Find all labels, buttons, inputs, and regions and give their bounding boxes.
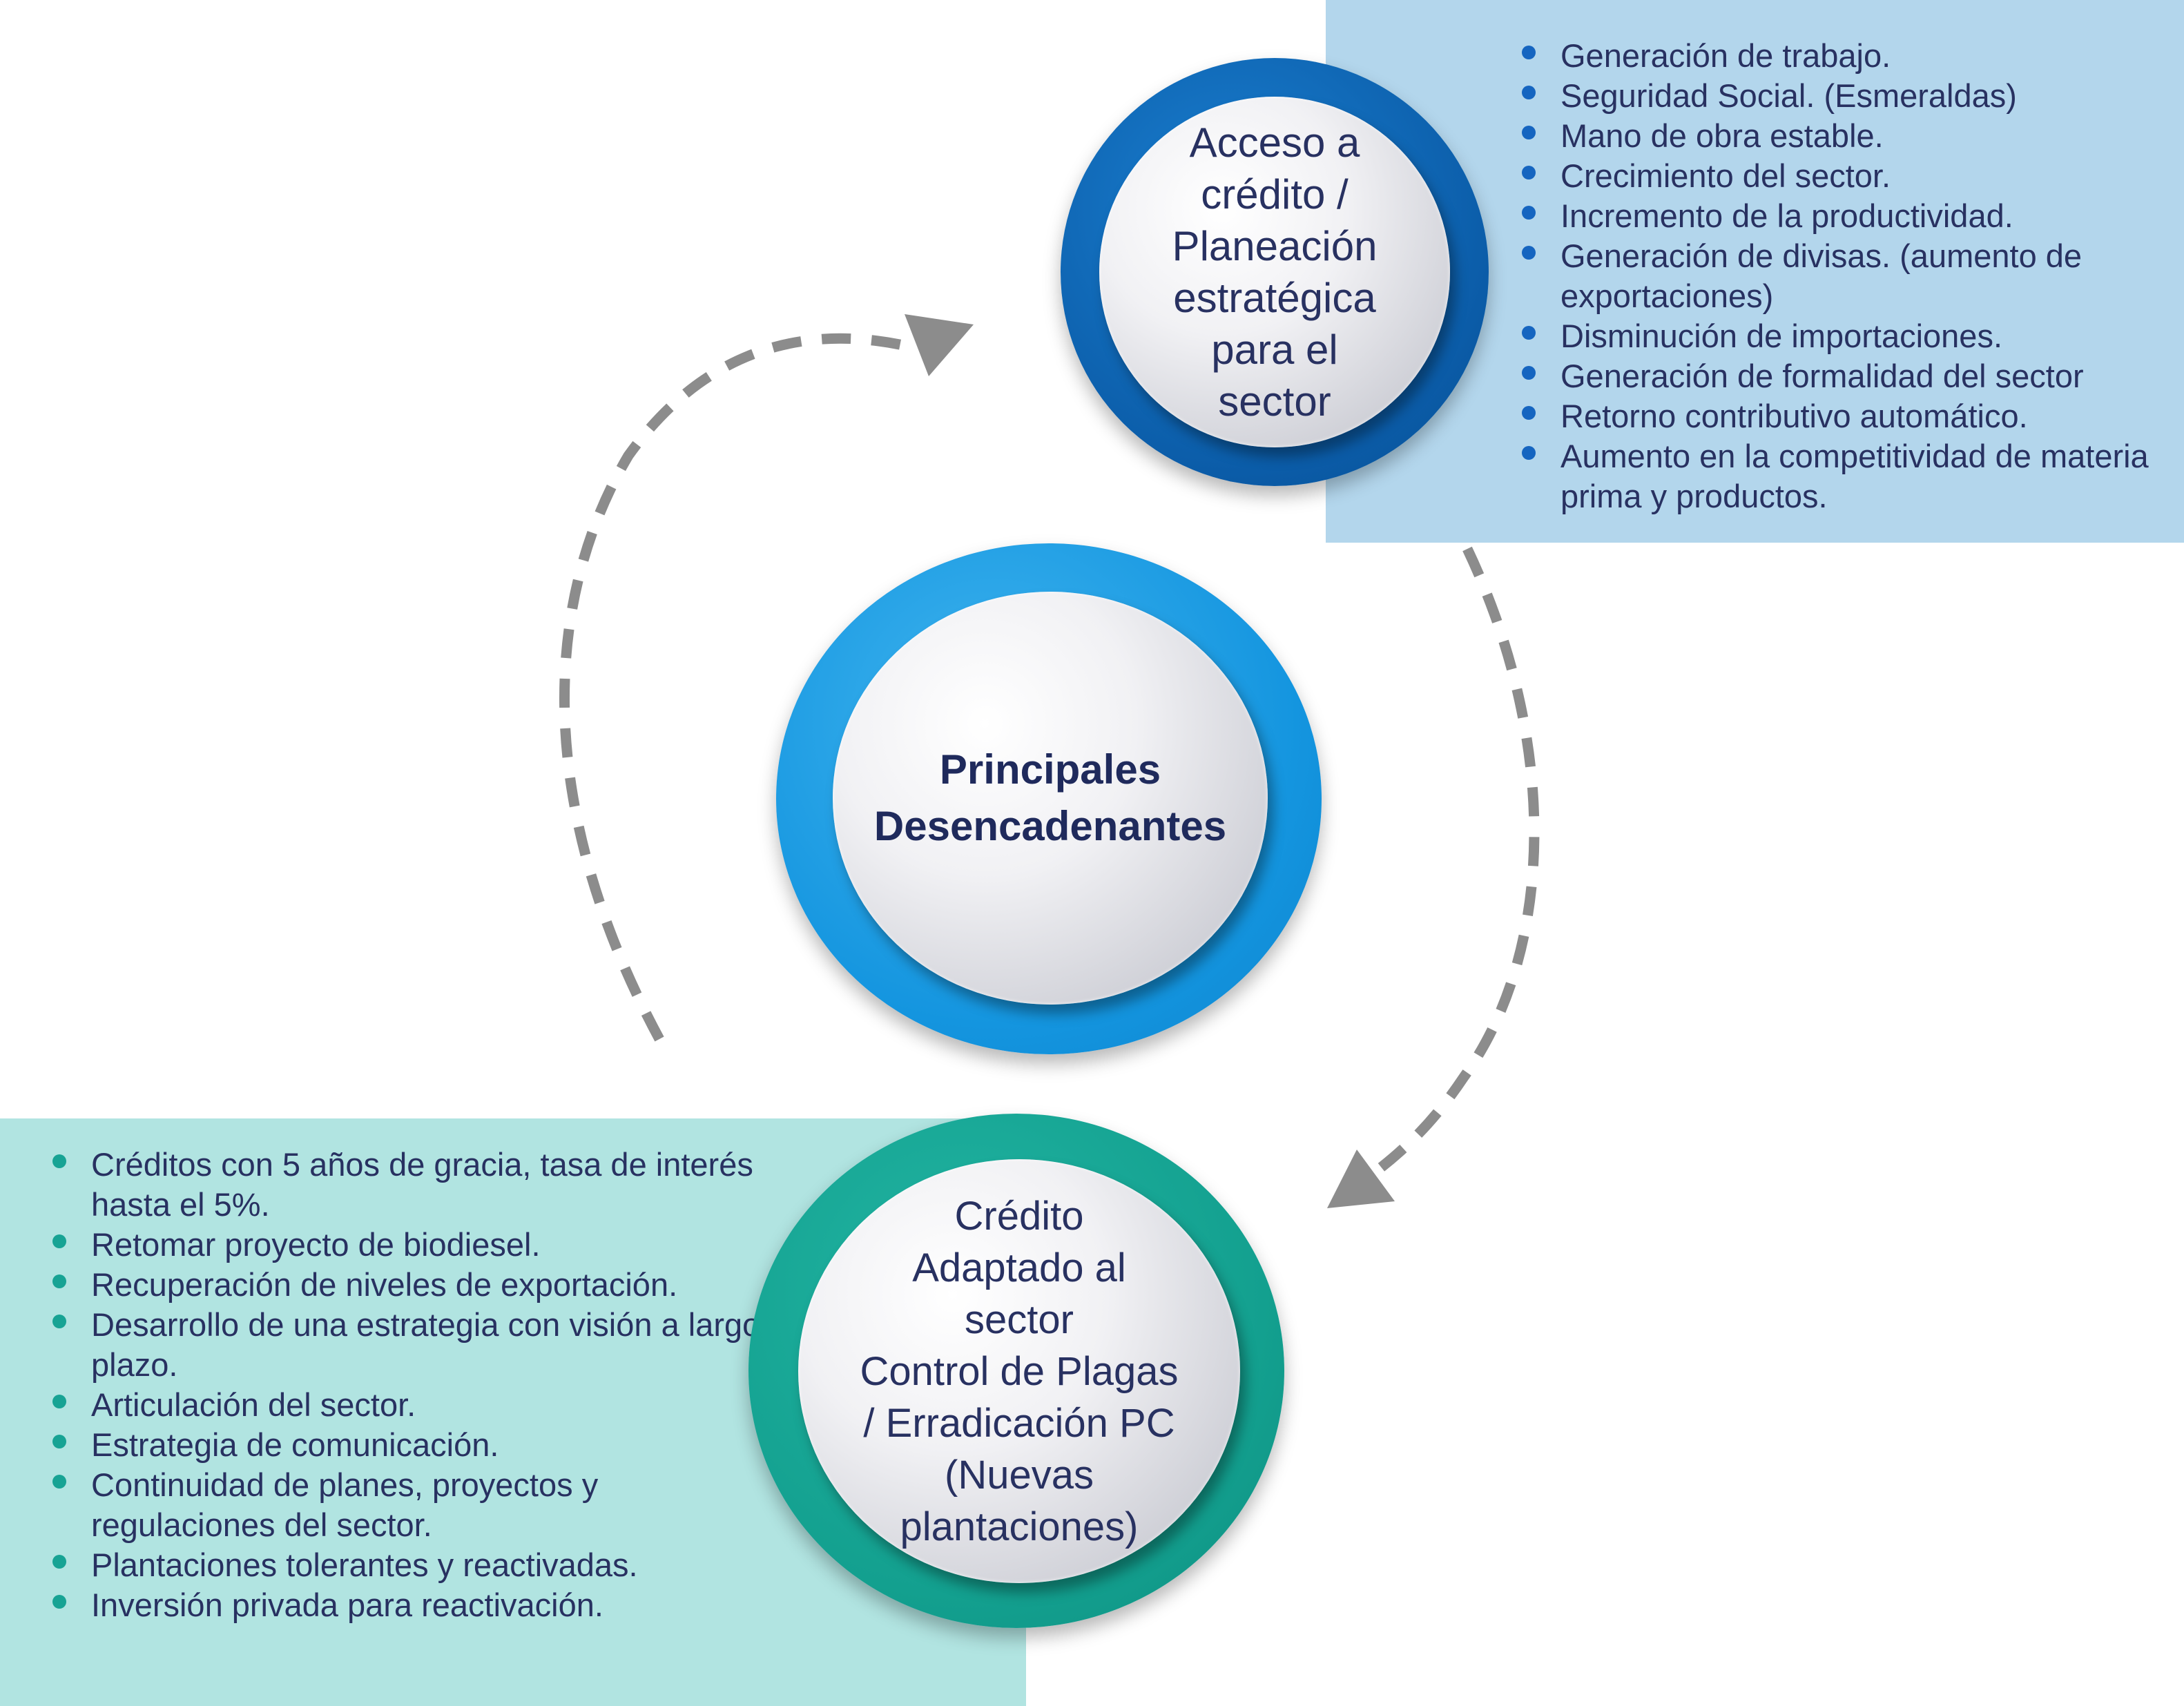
list-item: Articulación del sector. [52,1385,782,1425]
list-item: Mano de obra estable. [1522,116,2168,156]
list-item: Continuidad de planes, proyectos y regul… [52,1465,782,1545]
list-item: Recuperación de niveles de exportación. [52,1265,782,1305]
list-item: Estrategia de comunicación. [52,1425,782,1465]
list-item: Inversión privada para reactivación. [52,1585,782,1625]
list-item: Plantaciones tolerantes y reactivadas. [52,1545,782,1585]
top-circle-inner: Acceso a crédito / Planeación estratégic… [1099,97,1450,447]
list-item: Generación de divisas. (aumento de expor… [1522,236,2168,316]
list-item: Retomar proyecto de biodiesel. [52,1225,782,1265]
left-dashed-arc [559,333,920,1042]
right-dashed-arc [1374,546,1540,1174]
list-item: Generación de formalidad del sector [1522,356,2168,396]
bottom-circle-inner: Crédito Adaptado al sector Control de Pl… [798,1159,1240,1583]
top-circle-label: Acceso a crédito / Planeación estratégic… [1172,119,1378,425]
top-circle-node: Acceso a crédito / Planeación estratégic… [1061,58,1489,486]
bottom-circle-node: Crédito Adaptado al sector Control de Pl… [748,1114,1284,1628]
list-item: Crecimiento del sector. [1522,156,2168,196]
center-circle-label: Principales Desencadenantes [873,746,1227,849]
list-item: Desarrollo de una estrategia con visión … [52,1305,782,1385]
list-item: Generación de trabajo. [1522,36,2168,76]
top-bullet-list: Generación de trabajo. Seguridad Social.… [1522,36,2168,516]
bottom-bullet-list: Créditos con 5 años de gracia, tasa de i… [52,1145,782,1625]
list-item: Retorno contributivo automático. [1522,396,2168,436]
arrowhead-bottom-icon [1327,1150,1395,1208]
list-item: Aumento en la competitividad de materia … [1522,436,2168,516]
list-item: Créditos con 5 años de gracia, tasa de i… [52,1145,782,1225]
list-item: Seguridad Social. (Esmeraldas) [1522,76,2168,116]
list-item: Disminución de importaciones. [1522,316,2168,356]
arrowhead-top-icon [905,314,974,376]
bottom-circle-label: Crédito Adaptado al sector Control de Pl… [860,1193,1179,1549]
list-item: Incremento de la productividad. [1522,196,2168,236]
center-circle-node: Principales Desencadenantes [776,543,1322,1054]
center-circle-inner: Principales Desencadenantes [833,592,1268,1005]
